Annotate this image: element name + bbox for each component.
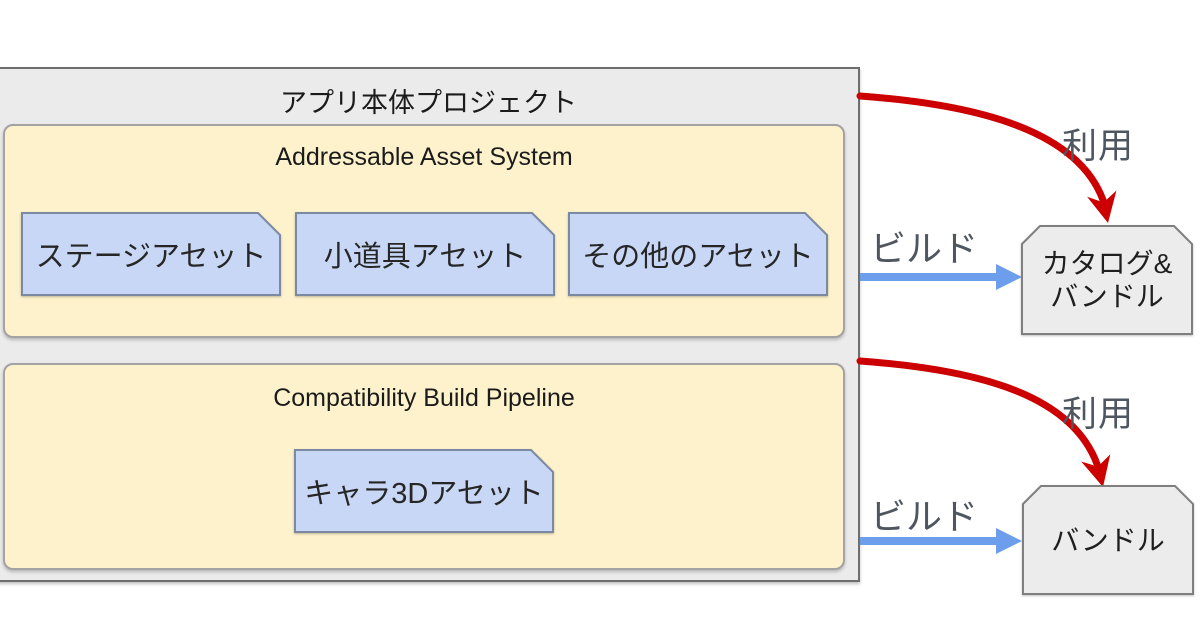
output-label-line: バンドル [1051, 524, 1165, 556]
output-label-line: バンドル [1050, 281, 1164, 312]
folded-card-polygon [21, 212, 281, 296]
use-label-top: 利用 [1062, 127, 1135, 166]
output-label-line: カタログ& [1041, 248, 1173, 279]
output-box-polygon [1021, 225, 1193, 335]
build-arrow-bottom-head [996, 528, 1022, 554]
asset-label: キャラ3Dアセット [304, 478, 544, 510]
output-box-shape [1022, 485, 1194, 595]
folded-card-shape [21, 212, 281, 296]
asset-label: その他のアセット [582, 241, 814, 273]
folded-card-polygon [294, 449, 554, 533]
section-addressable-title: Addressable Asset System [275, 143, 573, 171]
output-bundle-label: バンドル [1022, 485, 1194, 595]
use-label-bottom: 利用 [1062, 395, 1135, 434]
section-compatibility: Compatibility Build Pipeline キャラ3Dアセット [3, 363, 845, 570]
use-arrow-top-head [1087, 190, 1117, 223]
asset-label: 小道具アセット [323, 241, 527, 273]
container-title: アプリ本体プロジェクト [280, 88, 577, 118]
folded-card-shape [294, 449, 554, 533]
folded-card-shape [568, 212, 828, 296]
folded-card-shape [295, 212, 555, 296]
section-addressable: Addressable Asset System ステージアセット 小道具アセッ… [3, 124, 845, 338]
output-catalog-bundle-label: カタログ& バンドル [1021, 225, 1193, 335]
build-label-bottom: ビルド [870, 496, 979, 537]
output-box-polygon [1022, 485, 1194, 595]
asset-card-props: 小道具アセット [295, 212, 555, 296]
folded-card-polygon [568, 212, 828, 296]
folded-card-polygon [295, 212, 555, 296]
asset-card-others: その他のアセット [568, 212, 828, 296]
output-box-shape [1021, 225, 1193, 335]
asset-card-chara3d: キャラ3Dアセット [294, 449, 554, 533]
app-project-container: アプリ本体プロジェクト Addressable Asset System ステー… [0, 67, 860, 582]
output-bundle: バンドル [1022, 485, 1194, 595]
output-catalog-bundle: カタログ& バンドル [1021, 225, 1193, 335]
build-label-top: ビルド [870, 228, 979, 269]
asset-label: ステージアセット [35, 241, 267, 273]
asset-card-stage: ステージアセット [21, 212, 281, 296]
section-compatibility-title: Compatibility Build Pipeline [273, 384, 575, 412]
build-arrow-top-head [996, 264, 1022, 290]
